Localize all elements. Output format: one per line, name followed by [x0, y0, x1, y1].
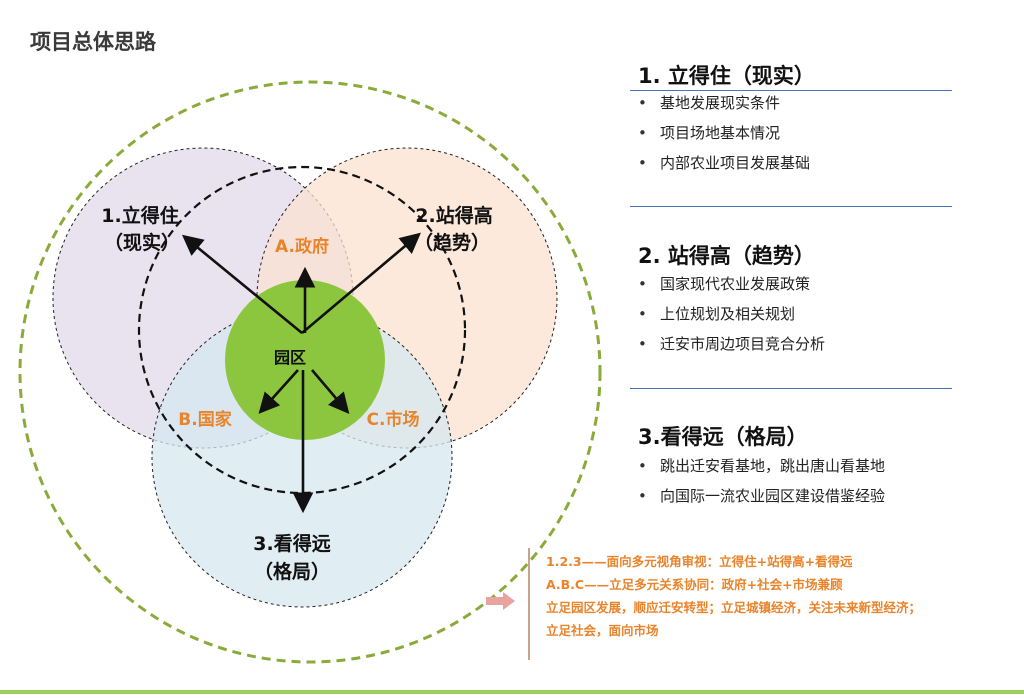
page-title: 项目总体思路: [30, 30, 156, 54]
section-2-bottom-rule: [630, 388, 952, 389]
circle-2-label-line1: 2.站得高: [415, 204, 492, 227]
note-line-4: 立足社会，面向市场: [546, 623, 659, 638]
section-3-heading: 3.看得远（格局）: [638, 425, 808, 449]
arrow-to-b: [258, 369, 299, 414]
section-2-heading: 2. 站得高（趋势）: [638, 244, 815, 268]
arrow-to-c: [311, 369, 350, 414]
list-item: •内部农业项目发展基础: [638, 148, 810, 178]
bullet-icon: •: [638, 457, 647, 475]
section-1-heading: 1. 立得住（现实）: [638, 64, 815, 88]
list-item: •项目场地基本情况: [638, 118, 810, 148]
bullet-icon: •: [638, 275, 647, 293]
list-item: •向国际一流农业园区建设借鉴经验: [638, 481, 885, 511]
center-label: 园区: [274, 348, 306, 367]
circle-2-label-line2: （趋势）: [414, 231, 490, 254]
arrow-to-circle-2: [301, 232, 421, 334]
bullet-icon: •: [638, 154, 647, 172]
venn-diagram: 1.立得住 （现实） 2.站得高 （趋势） 3.看得远 （格局） A.政府 B.…: [18, 80, 602, 664]
list-item: •国家现代农业发展政策: [638, 269, 825, 299]
section-3-list: •跳出迁安看基地，跳出唐山看基地 •向国际一流农业园区建设借鉴经验: [638, 451, 885, 511]
bottom-accent-bar: [0, 690, 1024, 694]
bullet-icon: •: [638, 487, 647, 505]
arrow-to-circle-1: [181, 234, 303, 335]
section-1-rule: [630, 90, 952, 91]
arrow-right-icon: [486, 592, 515, 610]
note-line-1: 1.2.3——面向多元视角审视：立得住+站得高+看得远: [546, 554, 853, 569]
section-1-bottom-rule: [630, 206, 952, 207]
circle-1-label-line1: 1.立得住: [101, 204, 178, 227]
bullet-icon: •: [638, 305, 647, 323]
circle-3-label-line2: （格局）: [254, 560, 330, 583]
note-line-2: A.B.C——立足多元关系协同：政府+社会+市场兼顾: [546, 577, 843, 592]
label-c-market: C.市场: [367, 409, 420, 430]
bullet-icon: •: [638, 94, 647, 112]
note-divider: [528, 548, 530, 660]
inner-ring: [137, 165, 467, 495]
list-item: •迁安市周边项目竞合分析: [638, 329, 825, 359]
label-a-government: A.政府: [275, 236, 329, 257]
circle-3-label-line1: 3.看得远: [253, 532, 330, 555]
bullet-icon: •: [638, 335, 647, 353]
list-item: •基地发展现实条件: [638, 88, 810, 118]
list-item: •上位规划及相关规划: [638, 299, 825, 329]
section-1-list: •基地发展现实条件 •项目场地基本情况 •内部农业项目发展基础: [638, 88, 810, 178]
note-line-3: 立足园区发展，顺应迁安转型；立足城镇经济，关注未来新型经济；: [546, 600, 922, 615]
bullet-icon: •: [638, 124, 647, 142]
summary-note: 1.2.3——面向多元视角审视：立得住+站得高+看得远 A.B.C——立足多元关…: [546, 550, 921, 642]
circle-1-label-line2: （现实）: [104, 231, 180, 254]
outer-ring: [18, 80, 602, 664]
section-2-list: •国家现代农业发展政策 •上位规划及相关规划 •迁安市周边项目竞合分析: [638, 269, 825, 359]
list-item: •跳出迁安看基地，跳出唐山看基地: [638, 451, 885, 481]
label-b-nation: B.国家: [178, 409, 231, 430]
